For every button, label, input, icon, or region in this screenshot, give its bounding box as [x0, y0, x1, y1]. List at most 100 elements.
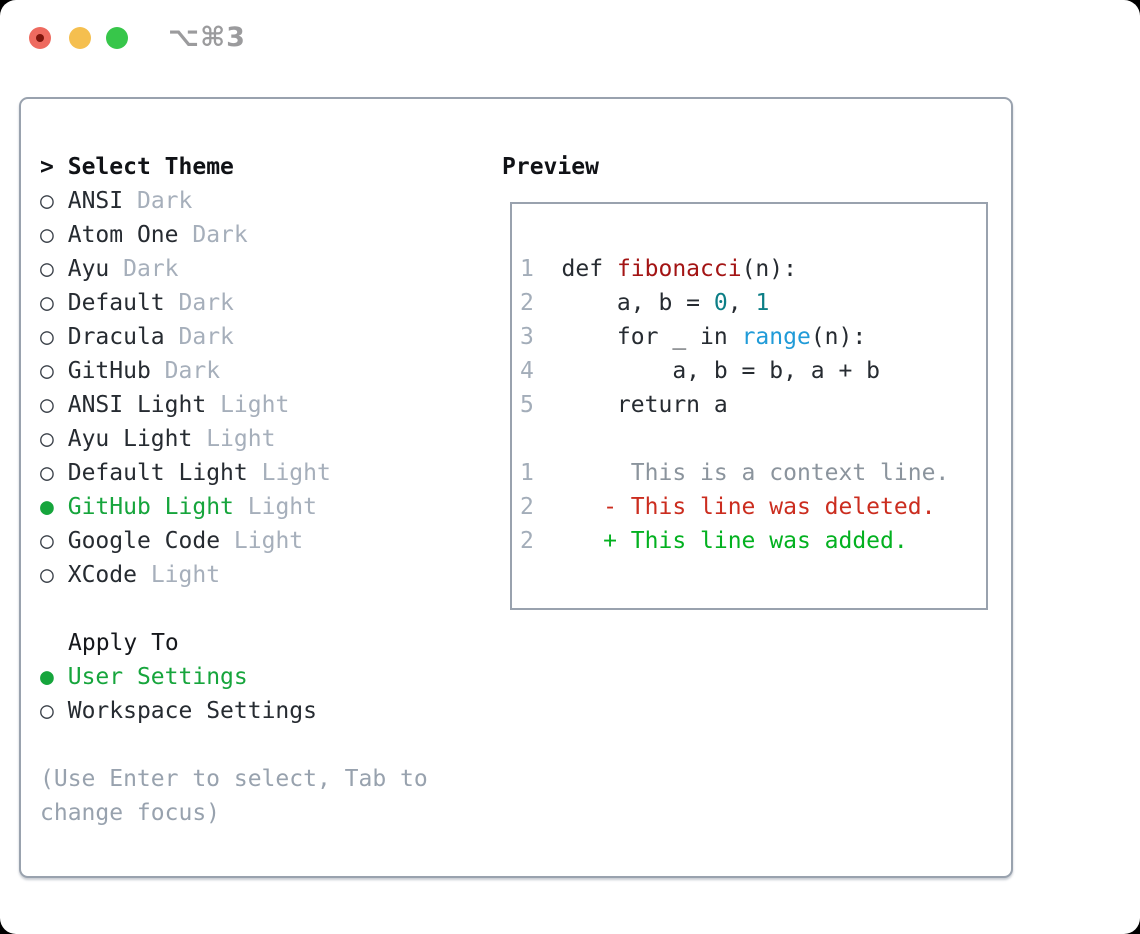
apply-option-label: User Settings — [67, 664, 248, 690]
theme-name: Atom One — [67, 222, 179, 248]
theme-menu: > Select Theme ○ ANSI Dark○ Atom One Dar… — [40, 150, 428, 830]
line-number: 1 — [520, 460, 562, 486]
code-token: def — [561, 256, 617, 282]
theme-variant: Light — [261, 460, 331, 486]
code-token: a, b = — [561, 290, 714, 316]
theme-variant: Light — [220, 392, 290, 418]
theme-list: ○ ANSI Dark○ Atom One Dark○ Ayu Dark○ De… — [40, 184, 428, 592]
radio-icon: ● — [40, 494, 54, 520]
radio-icon: ○ — [40, 188, 54, 214]
theme-name: GitHub Light — [67, 494, 234, 520]
code-line: 1 This is a context line. — [520, 456, 986, 490]
theme-option-atom-one[interactable]: ○ Atom One Dark — [40, 218, 428, 252]
code-token: fibonacci — [616, 256, 742, 282]
radio-icon: ● — [40, 664, 54, 690]
code-line: 4 a, b = b, a + b — [520, 354, 986, 388]
apply-option-workspace-settings[interactable]: ○ Workspace Settings — [40, 694, 428, 728]
theme-variant: Dark — [164, 358, 221, 384]
code-token: , — [727, 290, 756, 316]
theme-variant: Dark — [178, 324, 234, 350]
theme-option-default-light[interactable]: ○ Default Light Light — [40, 456, 428, 490]
radio-icon: ○ — [40, 222, 54, 248]
help-text-line-2: change focus) — [40, 800, 221, 826]
theme-name: Ayu Light — [67, 426, 193, 452]
close-button[interactable] — [29, 27, 51, 49]
theme-option-dracula[interactable]: ○ Dracula Dark — [40, 320, 428, 354]
theme-name: Google Code — [67, 528, 221, 554]
code-token: 0 — [713, 290, 728, 316]
prompt-caret: > — [40, 154, 54, 180]
line-number: 2 — [520, 494, 562, 520]
radio-icon: ○ — [40, 290, 54, 316]
radio-icon: ○ — [40, 426, 54, 452]
code-token: - This line was deleted. — [561, 494, 936, 520]
theme-variant: Light — [150, 562, 221, 588]
spacer — [40, 728, 428, 762]
radio-icon: ○ — [40, 562, 54, 588]
radio-icon: ○ — [40, 358, 54, 384]
theme-variant: Light — [206, 426, 276, 452]
radio-icon: ○ — [40, 528, 54, 554]
theme-picker-dialog: > Select Theme ○ ANSI Dark○ Atom One Dar… — [19, 97, 1013, 878]
spacer — [40, 592, 428, 626]
preview-title: Preview — [502, 154, 599, 180]
line-number: 1 — [520, 256, 562, 282]
code-token: (n): — [741, 256, 797, 282]
code-token: + This line was added. — [561, 528, 908, 554]
window-shortcut-label: ⌥⌘3 — [168, 22, 246, 53]
apply-to-list: ● User Settings○ Workspace Settings — [40, 660, 428, 728]
line-number: 2 — [520, 290, 562, 316]
code-token: 1 — [755, 290, 770, 316]
theme-name: Default Light — [67, 460, 248, 486]
theme-name: Dracula — [67, 324, 165, 350]
theme-name: GitHub — [67, 358, 151, 384]
theme-variant: Dark — [178, 290, 234, 316]
help-text-line-1: (Use Enter to select, Tab to — [40, 766, 428, 792]
code-token: This is a context line. — [561, 460, 950, 486]
theme-option-default[interactable]: ○ Default Dark — [40, 286, 428, 320]
theme-name: Ayu — [67, 256, 110, 282]
line-number: 2 — [520, 528, 562, 554]
code-token: return a — [561, 392, 728, 418]
select-theme-title-label: Select Theme — [67, 154, 234, 180]
code-line: 2 a, b = 0, 1 — [520, 286, 986, 320]
code-line: 5 return a — [520, 388, 986, 422]
theme-option-github[interactable]: ○ GitHub Dark — [40, 354, 428, 388]
theme-variant: Light — [247, 494, 317, 520]
code-line: 1 def fibonacci(n): — [520, 252, 986, 286]
code-token: for _ in — [561, 324, 742, 350]
theme-name: XCode — [67, 562, 137, 588]
code-line — [520, 422, 986, 456]
theme-variant: Light — [233, 528, 304, 554]
code-token: (n): — [810, 324, 867, 350]
theme-option-ayu[interactable]: ○ Ayu Dark — [40, 252, 428, 286]
code-line: 2 - This line was deleted. — [520, 490, 986, 524]
code-token: a, b = b, a + b — [561, 358, 881, 384]
minimize-button[interactable] — [69, 27, 91, 49]
line-number: 4 — [520, 358, 562, 384]
theme-variant: Dark — [192, 222, 248, 248]
radio-icon: ○ — [40, 460, 54, 486]
line-number: 3 — [520, 324, 562, 350]
theme-variant: Dark — [136, 188, 193, 214]
radio-icon: ○ — [40, 698, 54, 724]
theme-variant: Dark — [123, 256, 179, 282]
theme-option-ansi[interactable]: ○ ANSI Dark — [40, 184, 428, 218]
apply-option-label: Workspace Settings — [67, 698, 317, 724]
radio-icon: ○ — [40, 256, 54, 282]
titlebar: ⌥⌘3 — [29, 22, 246, 53]
theme-name: ANSI Light — [67, 392, 207, 418]
theme-option-google-code[interactable]: ○ Google Code Light — [40, 524, 428, 558]
theme-option-ayu-light[interactable]: ○ Ayu Light Light — [40, 422, 428, 456]
theme-option-github-light[interactable]: ● GitHub Light Light — [40, 490, 428, 524]
theme-option-xcode[interactable]: ○ XCode Light — [40, 558, 428, 592]
theme-option-ansi-light[interactable]: ○ ANSI Light Light — [40, 388, 428, 422]
code-line: 3 for _ in range(n): — [520, 320, 986, 354]
select-theme-title: > Select Theme — [40, 150, 428, 184]
zoom-button[interactable] — [106, 27, 128, 49]
radio-icon: ○ — [40, 324, 54, 350]
code-line: 2 + This line was added. — [520, 524, 986, 558]
apply-option-user-settings[interactable]: ● User Settings — [40, 660, 428, 694]
